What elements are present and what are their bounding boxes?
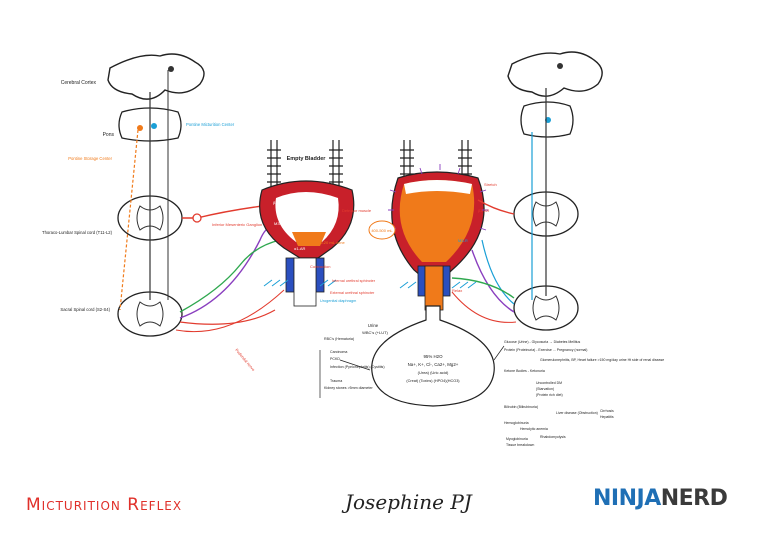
urine-comp-3: (Urea) (Uric acid) [418,370,449,375]
right-finding-item: Bilirubin (Bilirubinuria) [504,405,538,409]
label-beta3: β3-AR (Relax) [273,200,299,205]
brand-part-1: NINJA [593,486,661,511]
pudendal-nerve-line [175,289,285,333]
inferior-mesenteric-ganglion [192,213,202,223]
label-pudendal: Pudendal nerve [234,347,256,372]
label-cerebral-cortex: Cerebral Cortex [61,80,97,86]
sacral-gray-right [532,295,560,321]
right-finding-item: Hemoglobinuria [504,421,529,425]
pudendal-nerve-right [451,291,517,323]
full-bladder-urine [399,180,475,262]
cortex-neuron-right [557,63,563,69]
right-finding-item: Protein (Proteinuria) - Exercise ... Pre… [504,348,587,352]
label-full-beta3: β3-AR [478,208,490,213]
thoracolumbar-gray-right [532,201,560,227]
label-urine-volume: 10-20 mL urine [318,240,346,245]
urine-flask [371,305,495,407]
label-m3: M3-R [274,221,284,226]
left-findings-connector [339,359,371,371]
left-finding-item: Trauma [330,379,342,383]
urogenital-diaphragm-empty [263,279,337,287]
somatic-nerve-right [451,277,515,299]
full-bladder-urine-top [404,180,472,194]
right-finding-item: (Protein rich diet) [536,393,563,397]
full-urethra [424,265,444,311]
full-internal-sphincter-right [442,265,451,297]
page-title: Micturition Reflex [26,495,183,515]
right-finding-item: Glomerulonephritis, BP, Heart failure >1… [540,358,664,362]
ureter-left-full [400,140,414,180]
label-alpha1: α1-AR [294,246,306,251]
volume-bubble [368,220,396,240]
label-external-sphincter: External urethral sphincter [330,291,375,295]
left-finding-item: Kidney stones >5mm diameter [324,386,373,390]
right-findings-connector [493,345,505,361]
empty-bladder-urine [292,232,326,246]
right-finding-item: Tissue breakdown [506,443,534,447]
urine-comp-2: Na+, K+, Cl-, Ca2+, Mg2+ [408,362,459,367]
full-internal-sphincter [417,265,426,297]
right-finding-item: Uncontrolled DM [536,381,562,385]
right-finding-item: Glucose (Urine) - Glycosuria → Diabetes … [504,340,580,344]
left-finding-item: Infection (Pyelonephritis) (Cystitis) [330,365,385,369]
label-empty-bladder: Empty Bladder [287,156,327,162]
ureter-right-full [458,140,472,180]
left-finding-item: Carcinoma [330,350,347,354]
urine-header-sub: WBC's (+LUT) [362,330,388,335]
left-finding-item: PCKD [330,357,340,361]
ureter-left-empty [267,140,281,188]
thoracolumbar-gray-matter [136,205,164,231]
parasympathetic-nerve-right [471,249,515,313]
label-stretch: Stretch [484,182,497,187]
right-finding-item: Myoglobinuria [506,437,528,441]
storage-pathway [119,129,139,311]
label-pons: Pons [103,132,115,138]
label-detrusor: Detrusor muscle [342,208,372,213]
sympathetic-nerve-right [477,199,515,215]
ureter-right-empty [329,140,343,188]
pontine-micturition-neuron [151,123,157,129]
label-urogenital-diaphragm: Urogenital diaphragm [320,299,356,303]
urine-header: Urine [368,323,379,328]
right-finding-item: Hemolytic anemia [520,427,548,431]
empty-bladder-lumen [275,192,339,242]
empty-internal-sphincter [285,257,295,293]
author-signature: Josephine PJ [345,490,472,514]
cortex-neuron [168,66,174,72]
right-finding-item: Cirrhosis [600,409,614,413]
right-finding-item: Liver disease (Obstruction) [556,411,598,415]
empty-urethra [293,257,317,307]
right-findings: Glucose (Urine) - Glycosuria → Diabetes … [504,340,664,447]
label-pontine-micturition: Pontine Micturition Center [186,122,235,127]
cerebral-cortex-right [507,51,603,97]
brand-logo: NINJANERD [593,486,728,511]
urine-comp-1: 95% H2O [423,354,443,359]
brand-part-2: NERD [660,486,728,511]
right-finding-item: Ketone Bodies - Ketonuria [504,369,545,373]
label-contraction: Contraction [310,264,330,269]
right-finding-item: Hepatitis [600,415,614,419]
pontine-storage-neuron [137,125,143,131]
label-full-relax: Relax [452,288,462,293]
label-sacral: Sacral Spinal cord (S2-S4) [60,307,110,312]
label-full-volume: 400-500 mL [371,228,393,233]
right-finding-item: Rhabdomyolysis [540,435,566,439]
label-thoracolumbar: Thoraco-Lumbar Spinal cord (T11-L2) [42,230,113,235]
sacral-gray-matter [136,301,164,327]
urogenital-diaphragm-full [399,281,477,289]
label-full-m3: M3-R [458,238,468,243]
label-pontine-storage: Pontine Storage Center [68,156,112,161]
label-inferior-mesenteric: Inferior Mesenteric Ganglion [212,222,262,227]
afferent-nerve-right [481,239,515,305]
label-internal-sphincter: Internal urethral sphincter [332,279,376,283]
left-finding-item: RBC's (Hematuria) [324,337,354,341]
right-finding-item: (Starvation) [536,387,554,391]
cerebral-cortex-left [107,53,205,100]
urine-comp-4: (Creat) (Toxins) (HPO4)(HCO3) [406,379,460,383]
somatic-nerve [179,239,281,313]
